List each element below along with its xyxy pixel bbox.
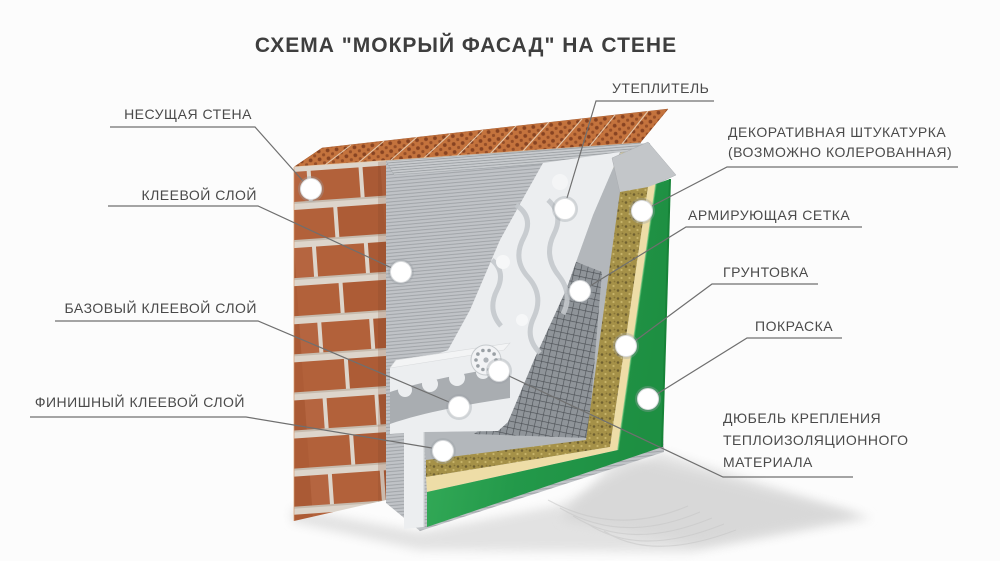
leader-base-adhesive bbox=[55, 320, 450, 403]
label-reinforcing-mesh: АРМИРУЮЩАЯ СЕТКА bbox=[688, 207, 850, 223]
leader-reinforcing-mesh bbox=[589, 226, 862, 287]
label-adhesive-layer: КЛЕЕВОЙ СЛОЙ bbox=[141, 186, 257, 203]
leader-dowel bbox=[508, 375, 853, 478]
marker-painting bbox=[635, 386, 661, 412]
label-insulation: УТЕПЛИТЕЛЬ bbox=[612, 80, 709, 96]
label-bearing-wall: НЕСУЩАЯ СТЕНА bbox=[124, 106, 252, 122]
marker-adhesive-layer bbox=[388, 259, 414, 285]
leader-lines bbox=[30, 100, 958, 478]
label-decorative-plaster-line2: (ВОЗМОЖНО КОЛЕРОВАННАЯ) bbox=[728, 144, 952, 160]
marker-insulation bbox=[552, 196, 578, 222]
decorative-plaster-layer bbox=[426, 187, 648, 477]
diagram-title: СХЕМА "МОКРЫЙ ФАСАД" НА СТЕНЕ bbox=[255, 33, 677, 57]
leader-finish-adhesive bbox=[30, 416, 433, 449]
label-decorative-plaster-line1: ДЕКОРАТИВНАЯ ШТУКАТУРКА bbox=[728, 124, 946, 140]
marker-primer bbox=[613, 333, 639, 359]
marker-base-adhesive bbox=[446, 394, 472, 420]
leader-painting bbox=[656, 337, 842, 395]
label-dowel-line1: ДЮБЕЛЬ КРЕПЛЕНИЯ bbox=[723, 410, 881, 426]
brick-top-joints bbox=[324, 110, 649, 166]
label-primer: ГРУНТОВКА bbox=[723, 264, 809, 280]
paint-layer bbox=[427, 178, 671, 527]
marker-reinforcing-mesh bbox=[567, 278, 593, 304]
marker-finish-adhesive bbox=[430, 438, 456, 464]
label-dowel-line2: ТЕПЛОИЗОЛЯЦИОННОГО bbox=[723, 432, 909, 448]
marker-dowel bbox=[486, 358, 512, 384]
leader-primer bbox=[634, 283, 818, 342]
label-dowel-line3: МАТЕРИАЛА bbox=[723, 454, 813, 470]
label-painting: ПОКРАСКА bbox=[755, 318, 833, 334]
leader-insulation bbox=[566, 100, 714, 199]
render-corner bbox=[611, 141, 677, 194]
leader-adhesive-layer bbox=[108, 205, 393, 269]
brick-wall-top bbox=[293, 108, 669, 168]
shadow-ripples bbox=[547, 499, 737, 547]
label-finish-adhesive-layer: ФИНИШНЫЙ КЛЕЕВОЙ СЛОЙ bbox=[35, 393, 245, 410]
brick-wall-face bbox=[293, 161, 386, 521]
marker-bearing-wall bbox=[298, 176, 324, 202]
marker-decorative-plaster bbox=[629, 198, 655, 224]
leader-decorative-plaster bbox=[651, 166, 958, 207]
label-base-adhesive-layer: БАЗОВЫЙ КЛЕЕВОЙ СЛОЙ bbox=[65, 299, 257, 316]
markers bbox=[298, 176, 661, 464]
leader-bearing-wall bbox=[110, 126, 304, 182]
